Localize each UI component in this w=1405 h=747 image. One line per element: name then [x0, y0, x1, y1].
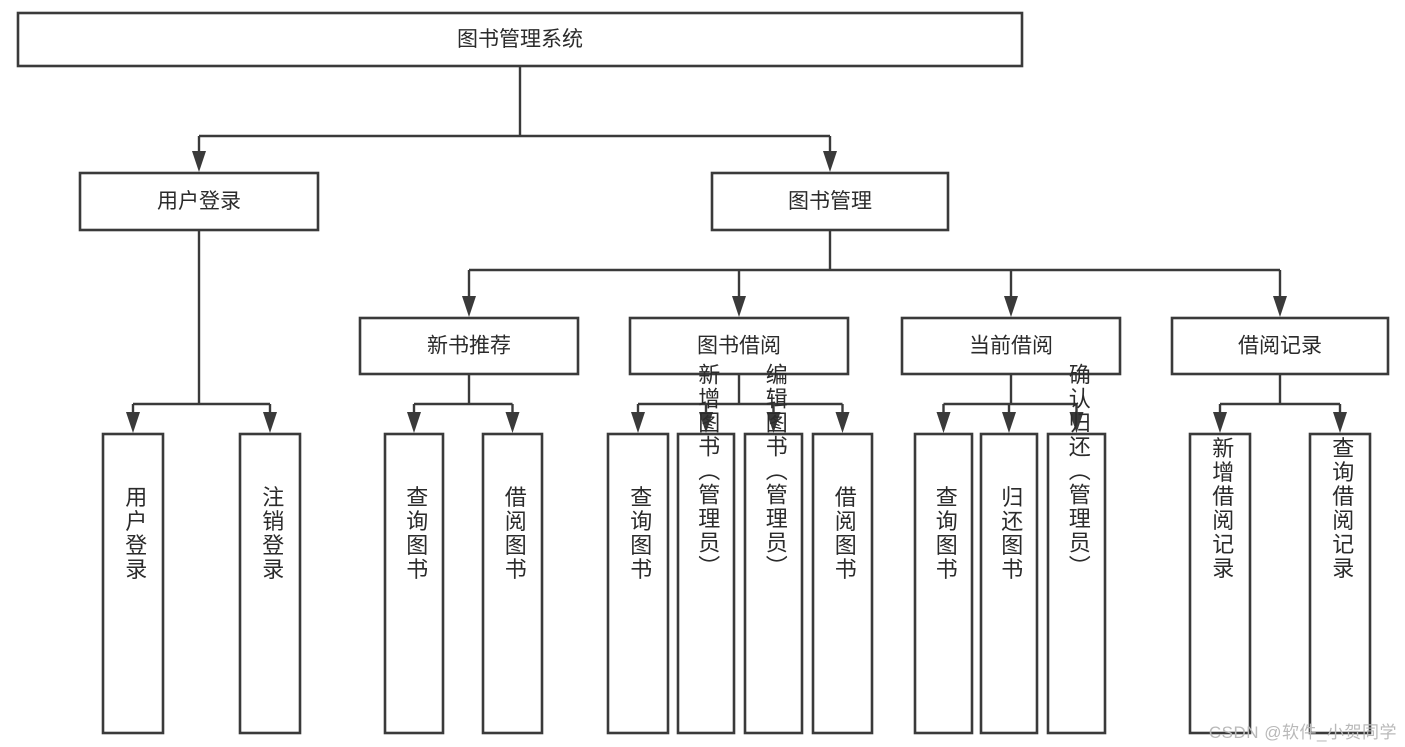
node-box[interactable] — [383, 432, 445, 735]
connector-group-root — [192, 66, 837, 172]
node-label: 图书管理系统 — [457, 28, 583, 51]
node-label: 确认归还（管理员） — [1066, 363, 1091, 579]
node-label: 归还图书 — [998, 486, 1023, 582]
node-box[interactable] — [1308, 432, 1372, 735]
connector-arrowhead — [126, 412, 140, 433]
connector-arrowhead — [936, 412, 951, 433]
node-label: 编辑图书（管理员） — [763, 363, 788, 579]
connector-group-bookmgmt — [462, 230, 1287, 317]
node-leaf-bw-query[interactable]: 查询图书 — [606, 432, 670, 735]
node-label: 注销登录 — [259, 486, 284, 582]
node-leaf-user-login[interactable]: 用户登录 — [101, 432, 165, 735]
node-box[interactable] — [913, 432, 974, 735]
node-label: 查询借阅记录 — [1329, 437, 1354, 581]
node-root[interactable]: 图书管理系统 — [16, 11, 1024, 68]
node-label: 用户登录 — [122, 486, 147, 582]
connector-group-login — [126, 230, 277, 433]
node-box[interactable] — [606, 432, 670, 735]
connector-group-newbook — [407, 374, 520, 433]
node-box[interactable] — [676, 432, 736, 735]
node-label: 图书管理 — [788, 190, 872, 213]
connector-arrowhead — [462, 296, 476, 317]
node-box[interactable] — [1046, 432, 1107, 735]
node-label: 借阅图书 — [502, 486, 527, 582]
node-box[interactable] — [743, 432, 804, 735]
connector-arrowhead — [732, 296, 746, 317]
node-box[interactable] — [238, 432, 302, 735]
node-label: 图书借阅 — [697, 335, 781, 358]
node-box[interactable] — [979, 432, 1039, 735]
node-box[interactable] — [811, 432, 874, 735]
node-box[interactable] — [78, 171, 320, 232]
node-leaf-rc-query[interactable]: 查询借阅记录 — [1308, 432, 1372, 735]
connector-arrowhead — [263, 412, 277, 433]
node-borrow[interactable]: 图书借阅 — [628, 316, 850, 376]
node-leaf-nb-query[interactable]: 查询图书 — [383, 432, 445, 735]
node-leaf-rc-add[interactable]: 新增借阅记录 — [1188, 432, 1252, 735]
connector-arrowhead — [699, 412, 713, 433]
node-label: 借阅图书 — [832, 486, 857, 582]
node-current[interactable]: 当前借阅 — [900, 316, 1122, 376]
node-leaf-cb-confirm[interactable]: 确认归还（管理员） — [1046, 363, 1107, 735]
node-label: 新书推荐 — [427, 335, 511, 358]
connector-arrowhead — [1004, 296, 1018, 317]
node-box[interactable] — [1188, 432, 1252, 735]
node-box[interactable] — [16, 11, 1024, 68]
node-login[interactable]: 用户登录 — [78, 171, 320, 232]
node-box[interactable] — [628, 316, 850, 376]
node-label: 查询图书 — [627, 486, 652, 582]
node-box[interactable] — [481, 432, 544, 735]
connector-arrowhead — [1333, 412, 1347, 433]
connector-arrowhead — [631, 412, 645, 433]
connector-arrowhead — [1069, 412, 1084, 433]
connector-arrowhead — [407, 412, 421, 433]
connector-arrowhead — [505, 412, 520, 433]
node-label: 新增借阅记录 — [1209, 437, 1234, 581]
node-records[interactable]: 借阅记录 — [1170, 316, 1390, 376]
connector-layer — [126, 66, 1347, 433]
node-bookmgmt[interactable]: 图书管理 — [710, 171, 950, 232]
node-leaf-user-logout[interactable]: 注销登录 — [238, 432, 302, 735]
node-leaf-cb-query[interactable]: 查询图书 — [913, 432, 974, 735]
connector-arrowhead — [1213, 412, 1227, 433]
node-box[interactable] — [900, 316, 1122, 376]
connector-arrowhead — [1273, 296, 1287, 317]
watermark-label: CSDN @软件_小贺同学 — [1208, 723, 1397, 742]
node-box[interactable] — [358, 316, 580, 376]
node-box[interactable] — [101, 432, 165, 735]
connector-group-borrow — [631, 374, 850, 433]
node-box[interactable] — [710, 171, 950, 232]
node-label: 借阅记录 — [1238, 335, 1322, 358]
node-leaf-cb-return[interactable]: 归还图书 — [979, 432, 1039, 735]
node-layer: 图书管理系统用户登录图书管理新书推荐图书借阅当前借阅借阅记录用户登录注销登录查询… — [16, 11, 1390, 735]
node-label: 当前借阅 — [969, 335, 1053, 358]
node-box[interactable] — [1170, 316, 1390, 376]
connector-arrowhead — [835, 412, 850, 433]
connector-group-records — [1213, 374, 1347, 433]
connector-group-current — [936, 374, 1084, 433]
connector-arrowhead — [766, 412, 781, 433]
node-label: 查询图书 — [403, 486, 428, 582]
node-label: 用户登录 — [157, 190, 241, 213]
node-label: 查询图书 — [933, 486, 958, 582]
node-newbook[interactable]: 新书推荐 — [358, 316, 580, 376]
connector-arrowhead — [823, 151, 837, 172]
connector-arrowhead — [192, 151, 206, 172]
connector-arrowhead — [1002, 412, 1016, 433]
node-label: 新增图书（管理员） — [695, 363, 720, 579]
node-leaf-nb-borrow[interactable]: 借阅图书 — [481, 432, 544, 735]
node-leaf-bw-edit[interactable]: 编辑图书（管理员） — [743, 363, 804, 735]
node-leaf-bw-add[interactable]: 新增图书（管理员） — [676, 363, 736, 735]
node-leaf-bw-borrow[interactable]: 借阅图书 — [811, 432, 874, 735]
